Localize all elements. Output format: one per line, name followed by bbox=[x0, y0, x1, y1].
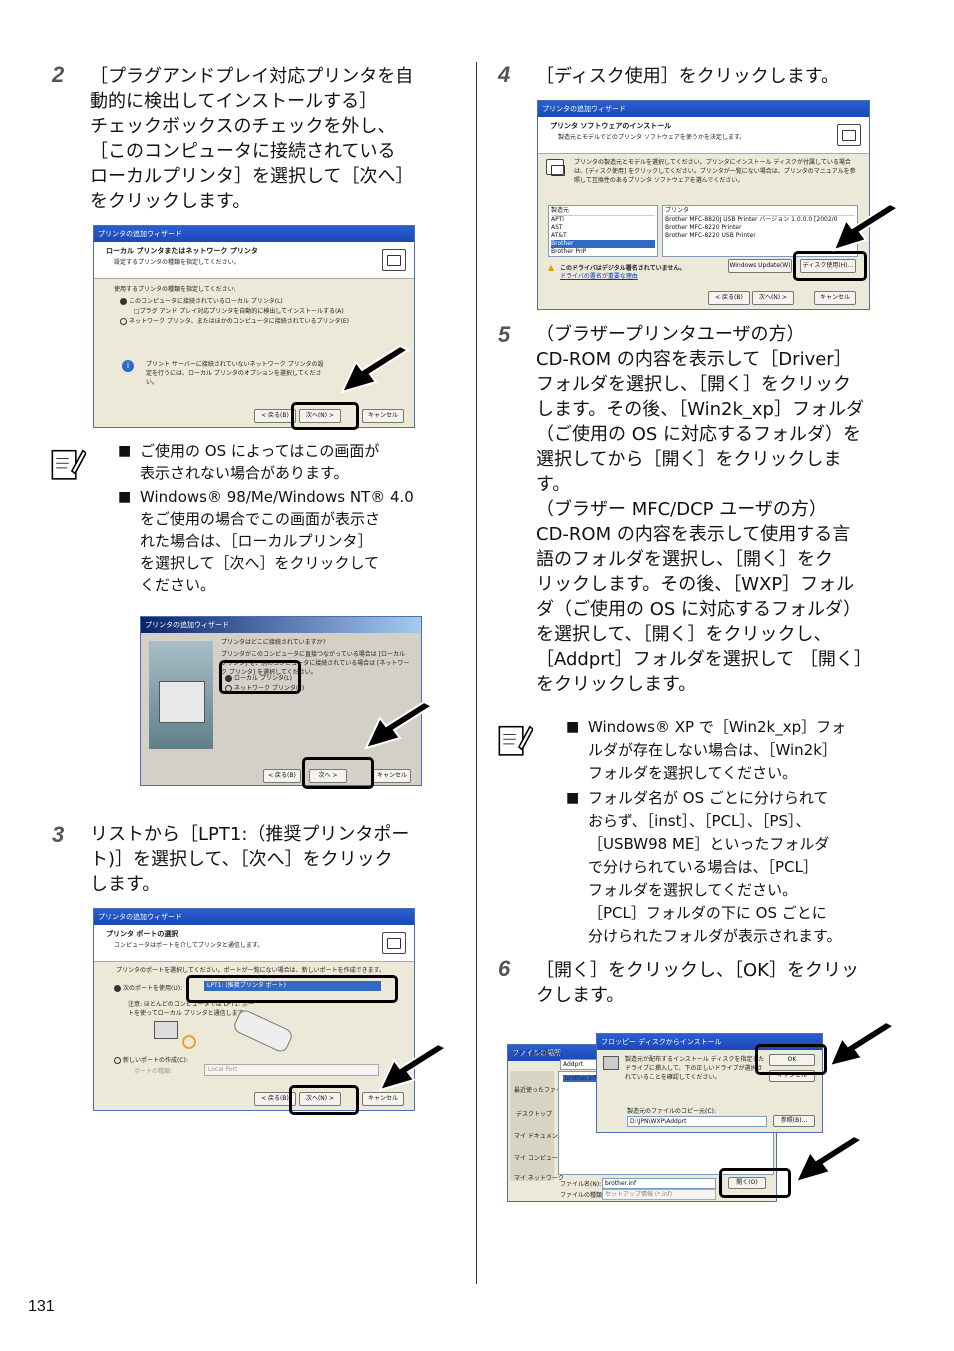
window-title: プリンタの追加ウィザード bbox=[94, 226, 414, 242]
filetype-select[interactable]: セットアップ情報 (*.inf) bbox=[602, 1189, 716, 1200]
port-type-select[interactable]: Local Port bbox=[204, 1064, 379, 1076]
pointer-arrow bbox=[364, 700, 435, 750]
ok-button[interactable]: OK bbox=[769, 1054, 815, 1066]
next-button[interactable]: 次へ(N) > bbox=[752, 291, 794, 305]
info-icon: i bbox=[122, 360, 134, 372]
place-documents[interactable]: マイ ドキュメント bbox=[514, 1133, 564, 1140]
open-button[interactable]: 開く(O) bbox=[728, 1177, 766, 1189]
step-3-number: 3 bbox=[52, 822, 65, 847]
use-port-radio[interactable]: 次のポートを使用(U): bbox=[114, 983, 182, 992]
wizard-header: ローカル プリンタまたはネットワーク プリンタ 設定するプリンタの種類を指定して… bbox=[94, 242, 414, 279]
cancel-button[interactable]: キャンセル bbox=[814, 291, 856, 305]
highlight-have-disk bbox=[793, 251, 867, 281]
place-network[interactable]: マイ ネットワーク bbox=[514, 1175, 564, 1182]
screenshot-install-software: プリンタの追加ウィザード プリンタ ソフトウェアのインストール 製造元とモデルで… bbox=[537, 100, 870, 310]
highlight-open-button bbox=[719, 1168, 791, 1198]
have-disk-button[interactable]: ディスク使用(H)... bbox=[800, 259, 856, 273]
cancel-button[interactable]: キャンセル bbox=[362, 409, 404, 423]
highlight-ok-button bbox=[755, 1044, 827, 1075]
column-divider bbox=[476, 62, 477, 1284]
highlight-next-button bbox=[289, 1085, 359, 1115]
back-button[interactable]: < 戻る(B) bbox=[254, 1092, 296, 1106]
step-6-text: ［開く］をクリックし、［OK］をクリックします。 bbox=[536, 960, 859, 1006]
note-pencil-icon bbox=[51, 449, 86, 480]
warning-icon: ▲ bbox=[548, 263, 555, 272]
local-printer-radio[interactable]: ローカル プリンタ(L) bbox=[225, 673, 292, 682]
page-number: 131 bbox=[28, 1298, 55, 1315]
pointer-arrow bbox=[794, 1134, 865, 1184]
back-button[interactable]: < 戻る(B) bbox=[263, 769, 301, 783]
place-recent[interactable]: 最近使ったファイル bbox=[514, 1087, 569, 1094]
step-3-text: リストから［LPT1:（推奨プリンタポート)］を選択して、［次へ］をクリックしま… bbox=[90, 824, 410, 895]
printer-icon bbox=[382, 249, 406, 271]
step-2-text: ［プラグアンドプレイ対応プリンタを自動的に検出してインストールする］チェックボッ… bbox=[90, 66, 414, 212]
signing-link[interactable]: ドライバの署名が重要な理由 bbox=[560, 273, 638, 280]
step-5-text: （ブラザープリンタユーザの方）CD-ROM の内容を表示して［Driver］フォ… bbox=[536, 324, 872, 695]
place-desktop[interactable]: デスクトップ bbox=[516, 1111, 553, 1118]
local-printer-radio[interactable]: このコンピュータに接続されているローカル プリンタ(L) bbox=[120, 296, 283, 305]
place-computer[interactable]: マイ コンピュータ bbox=[514, 1155, 564, 1162]
cancel-button[interactable]: キャンセル bbox=[373, 769, 411, 783]
note-2: Windows® XP で［Win2k_xp］フォルダが存在しない場合は、［Wi… bbox=[566, 716, 846, 948]
pointer-arrow bbox=[378, 1042, 449, 1092]
next-button[interactable]: 次へ > bbox=[309, 769, 347, 783]
cable-graphic bbox=[231, 1007, 295, 1055]
wizard-image bbox=[149, 641, 213, 749]
network-printer-radio[interactable]: ネットワーク プリンタ、またはほかのコンピュータに接続されているプリンタ(E) bbox=[120, 316, 349, 325]
step-6-number: 6 bbox=[498, 956, 511, 981]
highlight-local-printer bbox=[219, 660, 301, 694]
screenshot-add-printer-classic: プリンタの追加ウィザード プリンタはどこに接続されていますか? プリンタがこのコ… bbox=[140, 616, 422, 786]
file-item[interactable]: brother.inf bbox=[563, 1075, 599, 1082]
next-button[interactable]: 次へ(N) > bbox=[299, 409, 341, 423]
back-button[interactable]: < 戻る(B) bbox=[254, 409, 296, 423]
printer-graphic bbox=[154, 1021, 178, 1039]
cancel-button[interactable]: キャンセル bbox=[362, 1092, 404, 1106]
port-connector-icon bbox=[182, 1035, 196, 1049]
step-5-number: 5 bbox=[498, 322, 511, 347]
back-button[interactable]: < 戻る(B) bbox=[708, 291, 750, 305]
printer-icon bbox=[837, 124, 861, 146]
pointer-arrow bbox=[340, 344, 411, 394]
printer-small-icon bbox=[546, 159, 565, 176]
new-port-radio[interactable]: 新しいポートの作成(C): bbox=[114, 1055, 188, 1064]
copy-from-input[interactable]: D:\JPN\WXP\Addprt bbox=[627, 1116, 767, 1127]
highlight-port-list bbox=[186, 975, 398, 1003]
highlight-next-button bbox=[302, 757, 374, 789]
filename-input[interactable]: brother.inf bbox=[602, 1178, 716, 1189]
note-pencil-icon bbox=[498, 725, 533, 756]
pnp-checkbox[interactable]: □プラグ アンド プレイ対応プリンタを自動的に検出してインストールする(A) bbox=[134, 308, 344, 315]
screenshot-printer-port: プリンタの追加ウィザード プリンタ ポートの選択 コンピュータはポートを介してプ… bbox=[93, 908, 415, 1111]
highlight-next-button bbox=[291, 402, 359, 430]
look-in-select[interactable]: Addprt bbox=[560, 1059, 600, 1070]
step-4-text: ［ディスク使用］をクリックします。 bbox=[536, 66, 839, 87]
screenshot-add-printer-local: プリンタの追加ウィザード ローカル プリンタまたはネットワーク プリンタ 設定す… bbox=[93, 225, 415, 428]
next-button[interactable]: 次へ(N) > bbox=[299, 1092, 341, 1106]
pointer-arrow bbox=[828, 1020, 897, 1068]
pointer-arrow bbox=[832, 202, 901, 252]
places-bar: 最近使ったファイル デスクトップ マイ ドキュメント マイ コンピュータ マイ … bbox=[510, 1071, 568, 1182]
windows-update-button[interactable]: Windows Update(W) bbox=[728, 259, 792, 273]
printer-model-list[interactable]: プリンタ Brother MFC-8820J USB Printer バージョン… bbox=[662, 205, 858, 257]
browse-button[interactable]: 参照(B)... bbox=[773, 1115, 815, 1127]
disk-icon bbox=[603, 1056, 619, 1070]
port-select[interactable]: LPT1: (推奨プリンタ ポート) bbox=[204, 981, 381, 991]
step-4-number: 4 bbox=[498, 62, 511, 87]
printer-icon bbox=[382, 932, 406, 954]
step-2-number: 2 bbox=[52, 62, 65, 87]
